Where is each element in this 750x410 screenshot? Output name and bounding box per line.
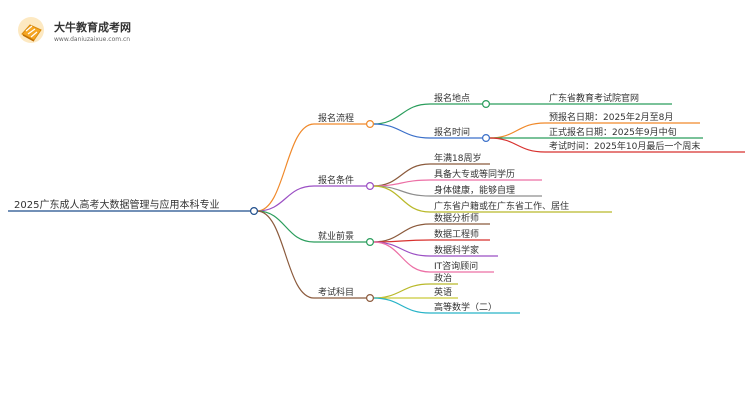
branch-0-child-1-leaf-label-2[interactable]: 考试时间：2025年10月最后一个周末 [549,140,700,152]
branch-2-child-label-0[interactable]: 数据分析师 [434,212,479,224]
site-logo[interactable]: 大牛教育成考网 www.daniuzaixue.com.cn [14,14,164,48]
branch-0-child-1-leaf-label-1[interactable]: 正式报名日期：2025年9月中旬 [549,126,677,138]
branch-1-child-label-0[interactable]: 年满18周岁 [434,152,481,164]
branch-2-child-label-3[interactable]: IT咨询顾问 [434,260,478,272]
branch-0-child-label-0[interactable]: 报名地点 [434,92,470,104]
branch-0-child-connector-1 [482,134,491,143]
branch-0-child-1-leaf-label-0[interactable]: 预报名日期：2025年2月至8月 [549,111,673,123]
branch-connector-2 [366,238,375,247]
branch-0-child-edge-1 [372,123,431,139]
root-label[interactable]: 2025广东成人高考大数据管理与应用本科专业 [14,198,219,211]
branch-3-child-edge-0 [372,283,431,299]
branch-connector-3 [366,294,375,303]
branch-3-child-label-0[interactable]: 政治 [434,272,452,284]
branch-2-child-edge-2 [372,241,431,257]
branch-1-child-label-3[interactable]: 广东省户籍或在广东省工作、居住 [434,200,569,212]
branch-edge-1 [256,185,315,212]
branch-0-child-1-leaf-edge-0 [488,122,546,139]
branch-edge-0 [256,123,315,212]
branch-2-child-label-1[interactable]: 数据工程师 [434,228,479,240]
branch-connector-0 [366,119,375,128]
brand-name: 大牛教育成考网 [54,21,131,34]
branch-0-child-0-leaf-label-0[interactable]: 广东省教育考试院官网 [549,92,639,104]
branch-label-3[interactable]: 考试科目 [318,286,354,298]
branch-1-child-label-1[interactable]: 具备大专或等同学历 [434,168,515,180]
brand-url: www.daniuzaixue.com.cn [54,36,131,43]
book-logo-icon [18,17,44,43]
branch-0-child-1-leaf-edge-2 [488,137,546,153]
branch-1-child-edge-3 [372,185,431,213]
branch-3-child-label-1[interactable]: 英语 [434,286,452,298]
branch-edge-3 [256,210,315,299]
branch-label-0[interactable]: 报名流程 [318,112,354,124]
branch-1-child-label-2[interactable]: 身体健康，能够自理 [434,184,515,196]
branch-0-child-label-1[interactable]: 报名时间 [434,126,470,138]
branch-2-child-edge-3 [372,241,431,273]
branch-0-child-edge-0 [372,103,431,125]
branch-label-1[interactable]: 报名条件 [318,174,354,186]
branch-edge-2 [256,210,315,243]
branch-0-child-connector-0 [482,99,491,108]
branch-2-child-edge-0 [372,223,431,243]
branch-3-child-label-2[interactable]: 高等数学（二） [434,301,497,313]
branch-connector-1 [366,182,375,191]
root-connector [250,207,259,216]
branch-2-child-label-2[interactable]: 数据科学家 [434,244,479,256]
branch-label-2[interactable]: 就业前景 [318,230,354,242]
branch-3-child-edge-2 [372,297,431,314]
